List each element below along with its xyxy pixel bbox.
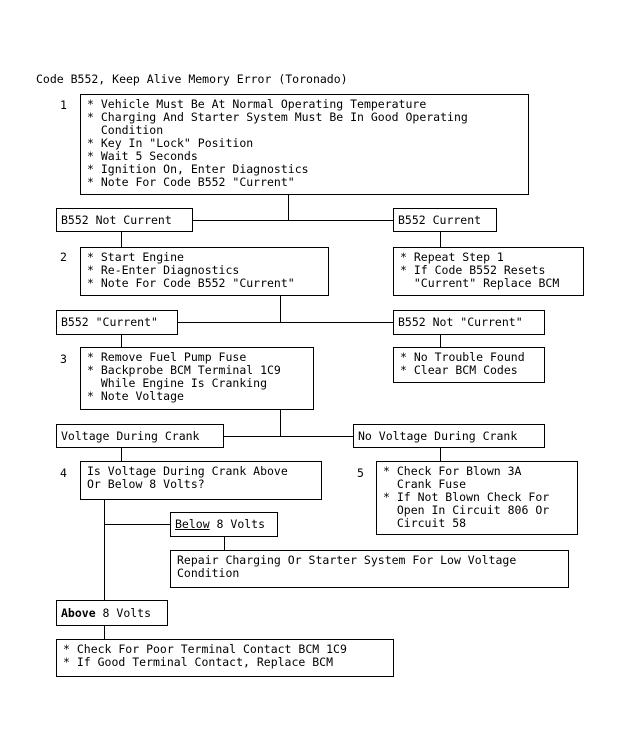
connector: [440, 448, 441, 461]
connector: [288, 195, 289, 220]
label-b552-not-current-2: B552 Not "Current": [393, 310, 545, 335]
step-5-line: Open In Circuit 806 Or: [383, 503, 550, 517]
result-repeat-step: * Repeat Step 1 * If Code B552 Resets "C…: [393, 247, 584, 296]
result-line: * No Trouble Found: [400, 350, 525, 364]
above-word: Above: [61, 605, 96, 620]
result-line: "Current" Replace BCM: [400, 276, 560, 290]
step-5-box: * Check For Blown 3A Crank Fuse * If Not…: [376, 461, 578, 535]
step-3-line: * Remove Fuel Pump Fuse: [87, 350, 247, 364]
step-2-number: 2: [60, 250, 67, 264]
result-no-trouble-found: * No Trouble Found * Clear BCM Codes: [393, 347, 545, 383]
result-line: Condition: [177, 566, 240, 580]
connector: [440, 335, 441, 347]
step-3-line: * Note Voltage: [87, 389, 184, 403]
result-line: Repair Charging Or Starter System For Lo…: [177, 553, 517, 567]
label-above-8-volts: Above 8 Volts: [56, 600, 168, 626]
below-rest: 8 Volts: [209, 517, 266, 531]
result-line: * If Good Terminal Contact, Replace BCM: [63, 655, 334, 669]
step-3-box: * Remove Fuel Pump Fuse * Backprobe BCM …: [80, 347, 314, 410]
label-voltage-during-crank: Voltage During Crank: [56, 424, 224, 448]
label-b552-current-2: B552 "Current": [56, 310, 178, 335]
connector: [224, 537, 225, 550]
label-b552-not-current: B552 Not Current: [56, 208, 193, 232]
diagram-title: Code B552, Keep Alive Memory Error (Toro…: [36, 72, 348, 86]
connector: [224, 436, 353, 437]
result-line: * Clear BCM Codes: [400, 363, 518, 377]
step-4-number: 4: [60, 466, 67, 480]
step-1-line: * Wait 5 Seconds: [87, 149, 198, 163]
step-1-number: 1: [60, 98, 67, 112]
step-5-number: 5: [357, 466, 364, 480]
step-4-box: Is Voltage During Crank Above Or Below 8…: [80, 461, 322, 500]
connector: [121, 448, 122, 461]
step-5-line: * If Not Blown Check For: [383, 490, 550, 504]
connector: [104, 626, 105, 639]
step-3-line: * Backprobe BCM Terminal 1C9: [87, 363, 281, 377]
result-line: * If Code B552 Resets: [400, 263, 546, 277]
step-1-line: Condition: [87, 123, 164, 137]
step-3-line: While Engine Is Cranking: [87, 376, 268, 390]
step-1-line: * Key In "Lock" Position: [87, 136, 254, 150]
step-2-line: * Re-Enter Diagnostics: [87, 263, 240, 277]
connector: [280, 296, 281, 322]
step-2-box: * Start Engine * Re-Enter Diagnostics * …: [80, 247, 329, 296]
step-5-line: * Check For Blown 3A: [383, 464, 522, 478]
step-5-line: Crank Fuse: [383, 477, 467, 491]
connector: [104, 524, 170, 525]
connector: [104, 500, 105, 600]
step-5-line: Circuit 58: [383, 516, 467, 530]
label-b552-current: B552 Current: [393, 208, 497, 232]
connector: [280, 410, 281, 436]
step-4-line: Is Voltage During Crank Above: [87, 464, 288, 478]
step-3-number: 3: [60, 352, 67, 366]
result-repair-charging-system: Repair Charging Or Starter System For Lo…: [170, 550, 569, 588]
connector: [121, 232, 122, 247]
connector: [121, 335, 122, 347]
label-below-8-volts: Below 8 Volts: [170, 512, 278, 537]
step-1-box: * Vehicle Must Be At Normal Operating Te…: [80, 94, 529, 195]
result-line: * Check For Poor Terminal Contact BCM 1C…: [63, 642, 347, 656]
connector: [440, 232, 441, 247]
result-poor-terminal-contact: * Check For Poor Terminal Contact BCM 1C…: [56, 639, 394, 677]
connector: [193, 220, 393, 221]
step-1-line: * Vehicle Must Be At Normal Operating Te…: [87, 97, 427, 111]
above-rest: 8 Volts: [95, 605, 152, 620]
step-1-line: * Charging And Starter System Must Be In…: [87, 110, 468, 124]
result-line: * Repeat Step 1: [400, 250, 504, 264]
step-4-line: Or Below 8 Volts?: [87, 477, 205, 491]
step-2-line: * Start Engine: [87, 250, 184, 264]
below-word: Below: [175, 517, 210, 531]
label-no-voltage-during-crank: No Voltage During Crank: [353, 424, 545, 448]
step-1-line: * Note For Code B552 "Current": [87, 175, 295, 189]
connector: [178, 322, 393, 323]
step-1-line: * Ignition On, Enter Diagnostics: [87, 162, 309, 176]
step-2-line: * Note For Code B552 "Current": [87, 276, 295, 290]
